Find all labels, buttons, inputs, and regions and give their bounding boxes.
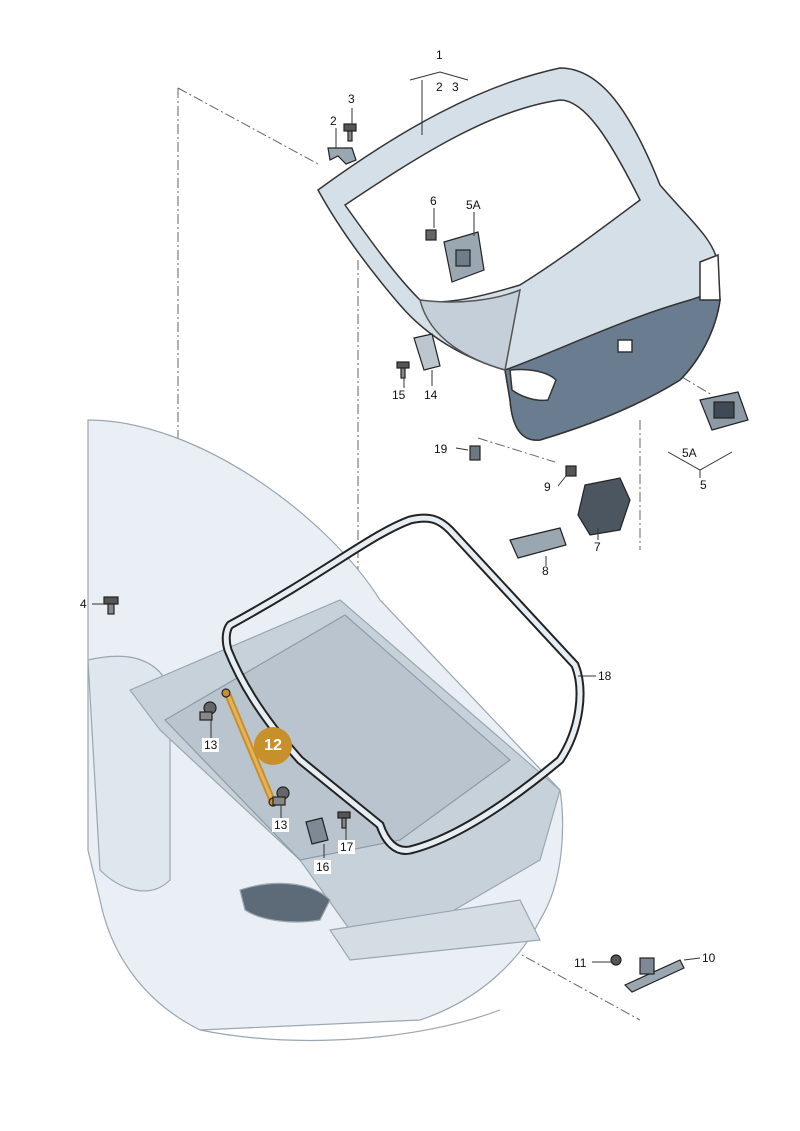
bolt-3 [343,123,357,142]
callout-13-a: 13 [202,738,220,752]
callout-8: 8 [542,564,549,578]
callout-5a-top: 5A [466,198,481,212]
callout-5a-bottom: 5A [682,446,697,460]
callout-2: 2 [330,114,337,128]
callout-19: 19 [434,442,448,456]
ball-stud-13a [199,701,217,721]
cover-8 [509,527,567,559]
parts [103,123,749,993]
screw-15 [396,361,410,379]
car-body [87,419,564,1041]
callout-5: 5 [700,478,707,492]
callout-9: 9 [544,480,551,494]
part-19 [469,445,481,461]
bracket-2 [327,147,357,165]
tailgate-seal [221,513,585,855]
buffer-16 [305,817,329,845]
callout-14: 14 [424,388,438,402]
nut-9 [565,465,577,477]
ball-stud-13b [272,786,290,806]
buffer-14 [413,333,441,371]
callout-13-b: 13 [272,818,290,832]
callout-16: 16 [314,860,332,874]
callout-leaders [92,71,733,963]
callout-1-sub-2: 2 [436,80,443,94]
screw-4 [103,596,119,615]
lock-7 [577,477,631,536]
striker-10 [623,959,685,993]
callout-10: 10 [702,951,716,965]
screw-17 [337,811,351,829]
callout-18: 18 [598,669,612,683]
callout-15: 15 [392,388,406,402]
callout-1-sub-3: 3 [452,80,459,94]
callout-3: 3 [348,92,355,106]
clip-11 [610,954,622,966]
callout-1: 1 [436,48,443,62]
callout-4: 4 [80,597,87,611]
callout-12-highlight: 12 [254,727,292,765]
callout-6: 6 [430,194,437,208]
callout-11: 11 [574,956,587,970]
tailgate-panel [317,67,721,441]
callout-17: 17 [338,840,356,854]
nut-6 [425,229,437,241]
callout-7: 7 [594,540,601,554]
